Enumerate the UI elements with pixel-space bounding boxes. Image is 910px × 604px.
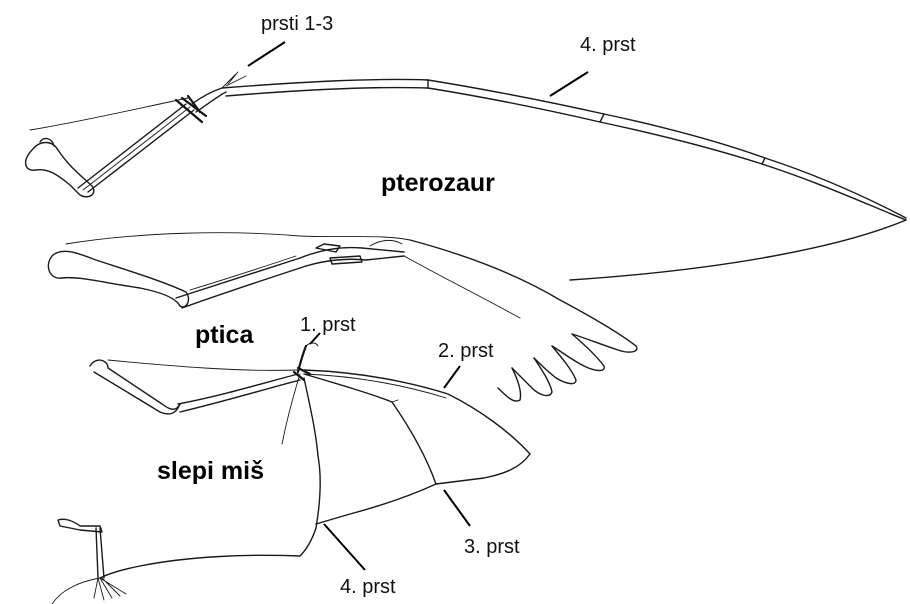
label-bat-1-prst: 1. prst: [300, 314, 356, 336]
leader-bat-2-prst: [444, 366, 460, 388]
labels: prsti 1-3 4. prst pterozaur ptica 1. prs…: [157, 13, 636, 598]
leader-pterosaur-4-prst: [550, 72, 588, 96]
label-pterosaur-4-prst: 4. prst: [580, 34, 636, 56]
leader-prsti-1-3: [248, 42, 285, 66]
label-bat-4-prst: 4. prst: [340, 576, 396, 598]
leader-bat-4-prst: [324, 524, 365, 570]
label-prsti-1-3: prsti 1-3: [261, 13, 333, 35]
bat-wing: [52, 343, 530, 604]
label-bat: slepi miš: [157, 457, 264, 485]
label-bat-3-prst: 3. prst: [464, 536, 520, 558]
label-pterosaur: pterozaur: [381, 169, 495, 197]
label-bird: ptica: [195, 321, 254, 349]
label-bat-2-prst: 2. prst: [438, 340, 494, 362]
leader-lines: [248, 42, 588, 570]
leader-bat-3-prst: [444, 490, 470, 526]
